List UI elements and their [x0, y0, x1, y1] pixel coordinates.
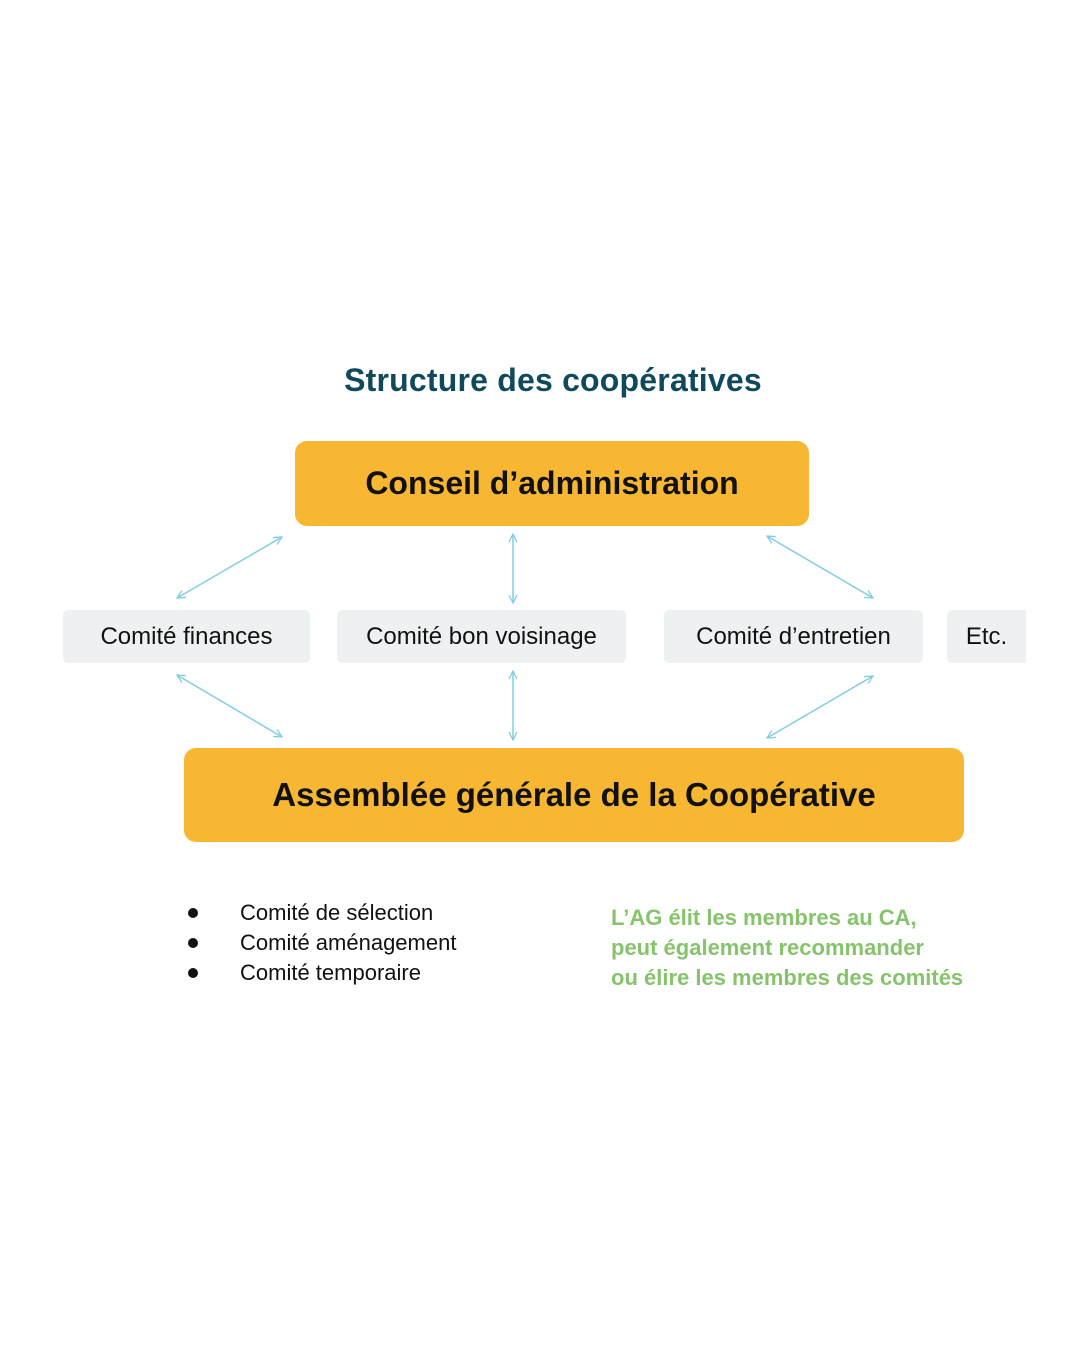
arrow-finances-ag: [177, 675, 282, 737]
other-committees-list: Comité de sélection Comité aménagement C…: [184, 898, 456, 988]
committee-label: Comité bon voisinage: [366, 622, 597, 650]
list-item-label: Comité de sélection: [240, 900, 434, 925]
committee-entretien-box: Comité d’entretien: [664, 610, 923, 663]
arrow-ca-finances: [177, 537, 282, 598]
note-line: ou élire les membres des comités: [611, 965, 964, 990]
committee-finances-box: Comité finances: [63, 610, 310, 663]
committee-label: Comité finances: [100, 622, 273, 650]
bullet-icon: [188, 938, 198, 948]
list-item-label: Comité aménagement: [240, 930, 457, 955]
committee-bon-voisinage-box: Comité bon voisinage: [337, 610, 626, 663]
conseil-administration-label: Conseil d’administration: [365, 465, 739, 501]
arrow-ca-entretien: [767, 536, 873, 598]
ag-note: L’AG élit les membres au CA, peut égalem…: [611, 903, 963, 993]
diagram-title: Structure des coopératives: [344, 362, 762, 398]
assemblee-generale-label: Assemblée générale de la Coopérative: [272, 776, 876, 813]
conseil-administration-box: Conseil d’administration: [295, 441, 809, 526]
list-item: Comité aménagement: [184, 928, 456, 958]
list-item-label: Comité temporaire: [240, 960, 421, 985]
bullet-icon: [188, 968, 198, 978]
arrow-entretien-ag: [767, 676, 873, 738]
list-item: Comité de sélection: [184, 898, 456, 928]
committee-etc-box: Etc.: [947, 610, 1026, 663]
committee-label: Etc.: [965, 622, 1008, 650]
bullet-icon: [188, 908, 198, 918]
list-item: Comité temporaire: [184, 958, 456, 988]
committee-label: Comité d’entretien: [696, 622, 891, 650]
note-line: L’AG élit les membres au CA,: [611, 905, 917, 930]
assemblee-generale-box: Assemblée générale de la Coopérative: [184, 748, 964, 842]
note-line: peut également recommander: [611, 935, 924, 960]
